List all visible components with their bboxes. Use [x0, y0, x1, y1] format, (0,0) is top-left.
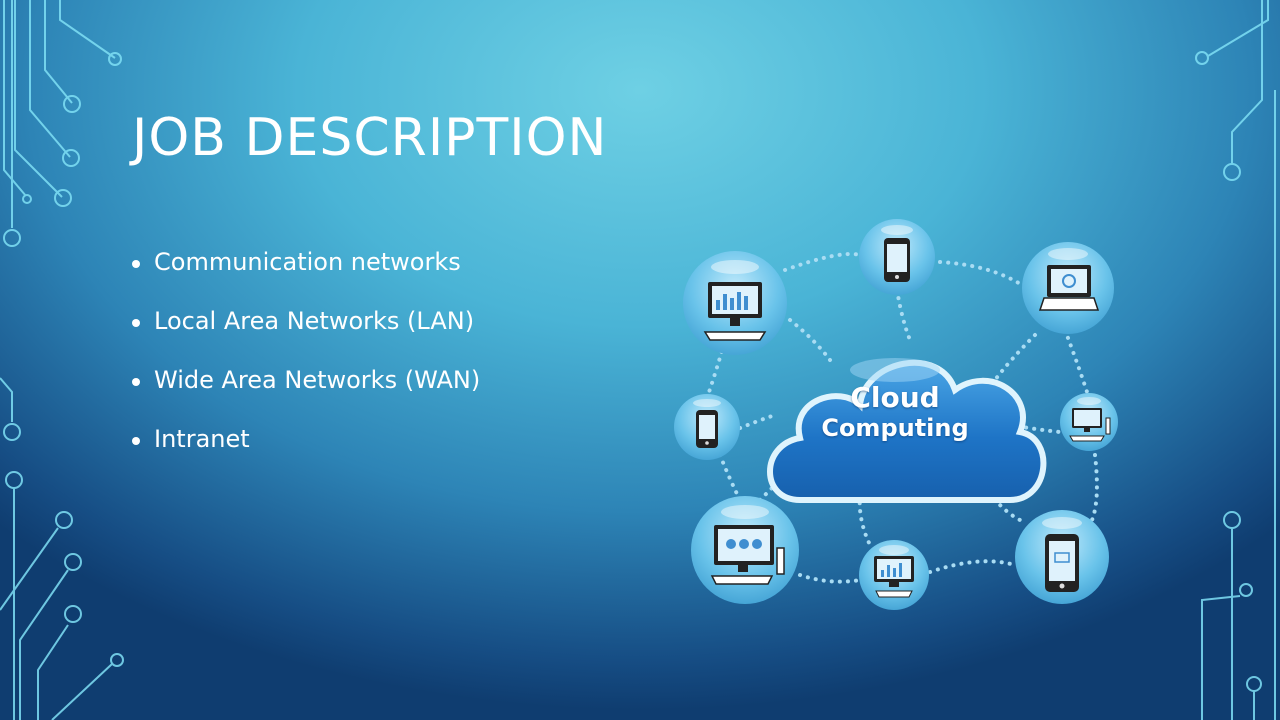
cloud-label-line2: Computing	[821, 414, 969, 442]
bullet-item: Communication networks	[130, 248, 480, 307]
bullet-item: Wide Area Networks (WAN)	[130, 366, 480, 425]
device-nodes	[674, 219, 1118, 610]
smartphone-icon	[674, 394, 740, 460]
cloud-label: Cloud Computing	[770, 381, 1020, 443]
desktop-monitor-icon	[859, 540, 929, 610]
cloud-icon	[767, 358, 1047, 503]
smartphone-icon	[859, 219, 935, 295]
desktop-computer-icon	[691, 496, 799, 604]
desktop-monitor-icon	[1060, 393, 1118, 451]
bullet-item: Local Area Networks (LAN)	[130, 307, 480, 366]
bullet-item: Intranet	[130, 425, 480, 484]
smartphone-icon	[1015, 510, 1109, 604]
bullet-list: Communication networks Local Area Networ…	[130, 248, 480, 484]
slide-title: JOB DESCRIPTION	[132, 108, 608, 168]
cloud-label-line1: Cloud	[850, 381, 940, 414]
laptop-icon	[1022, 242, 1114, 334]
desktop-monitor-icon	[683, 251, 787, 355]
cloud-computing-diagram: Cloud Computing	[660, 210, 1140, 630]
